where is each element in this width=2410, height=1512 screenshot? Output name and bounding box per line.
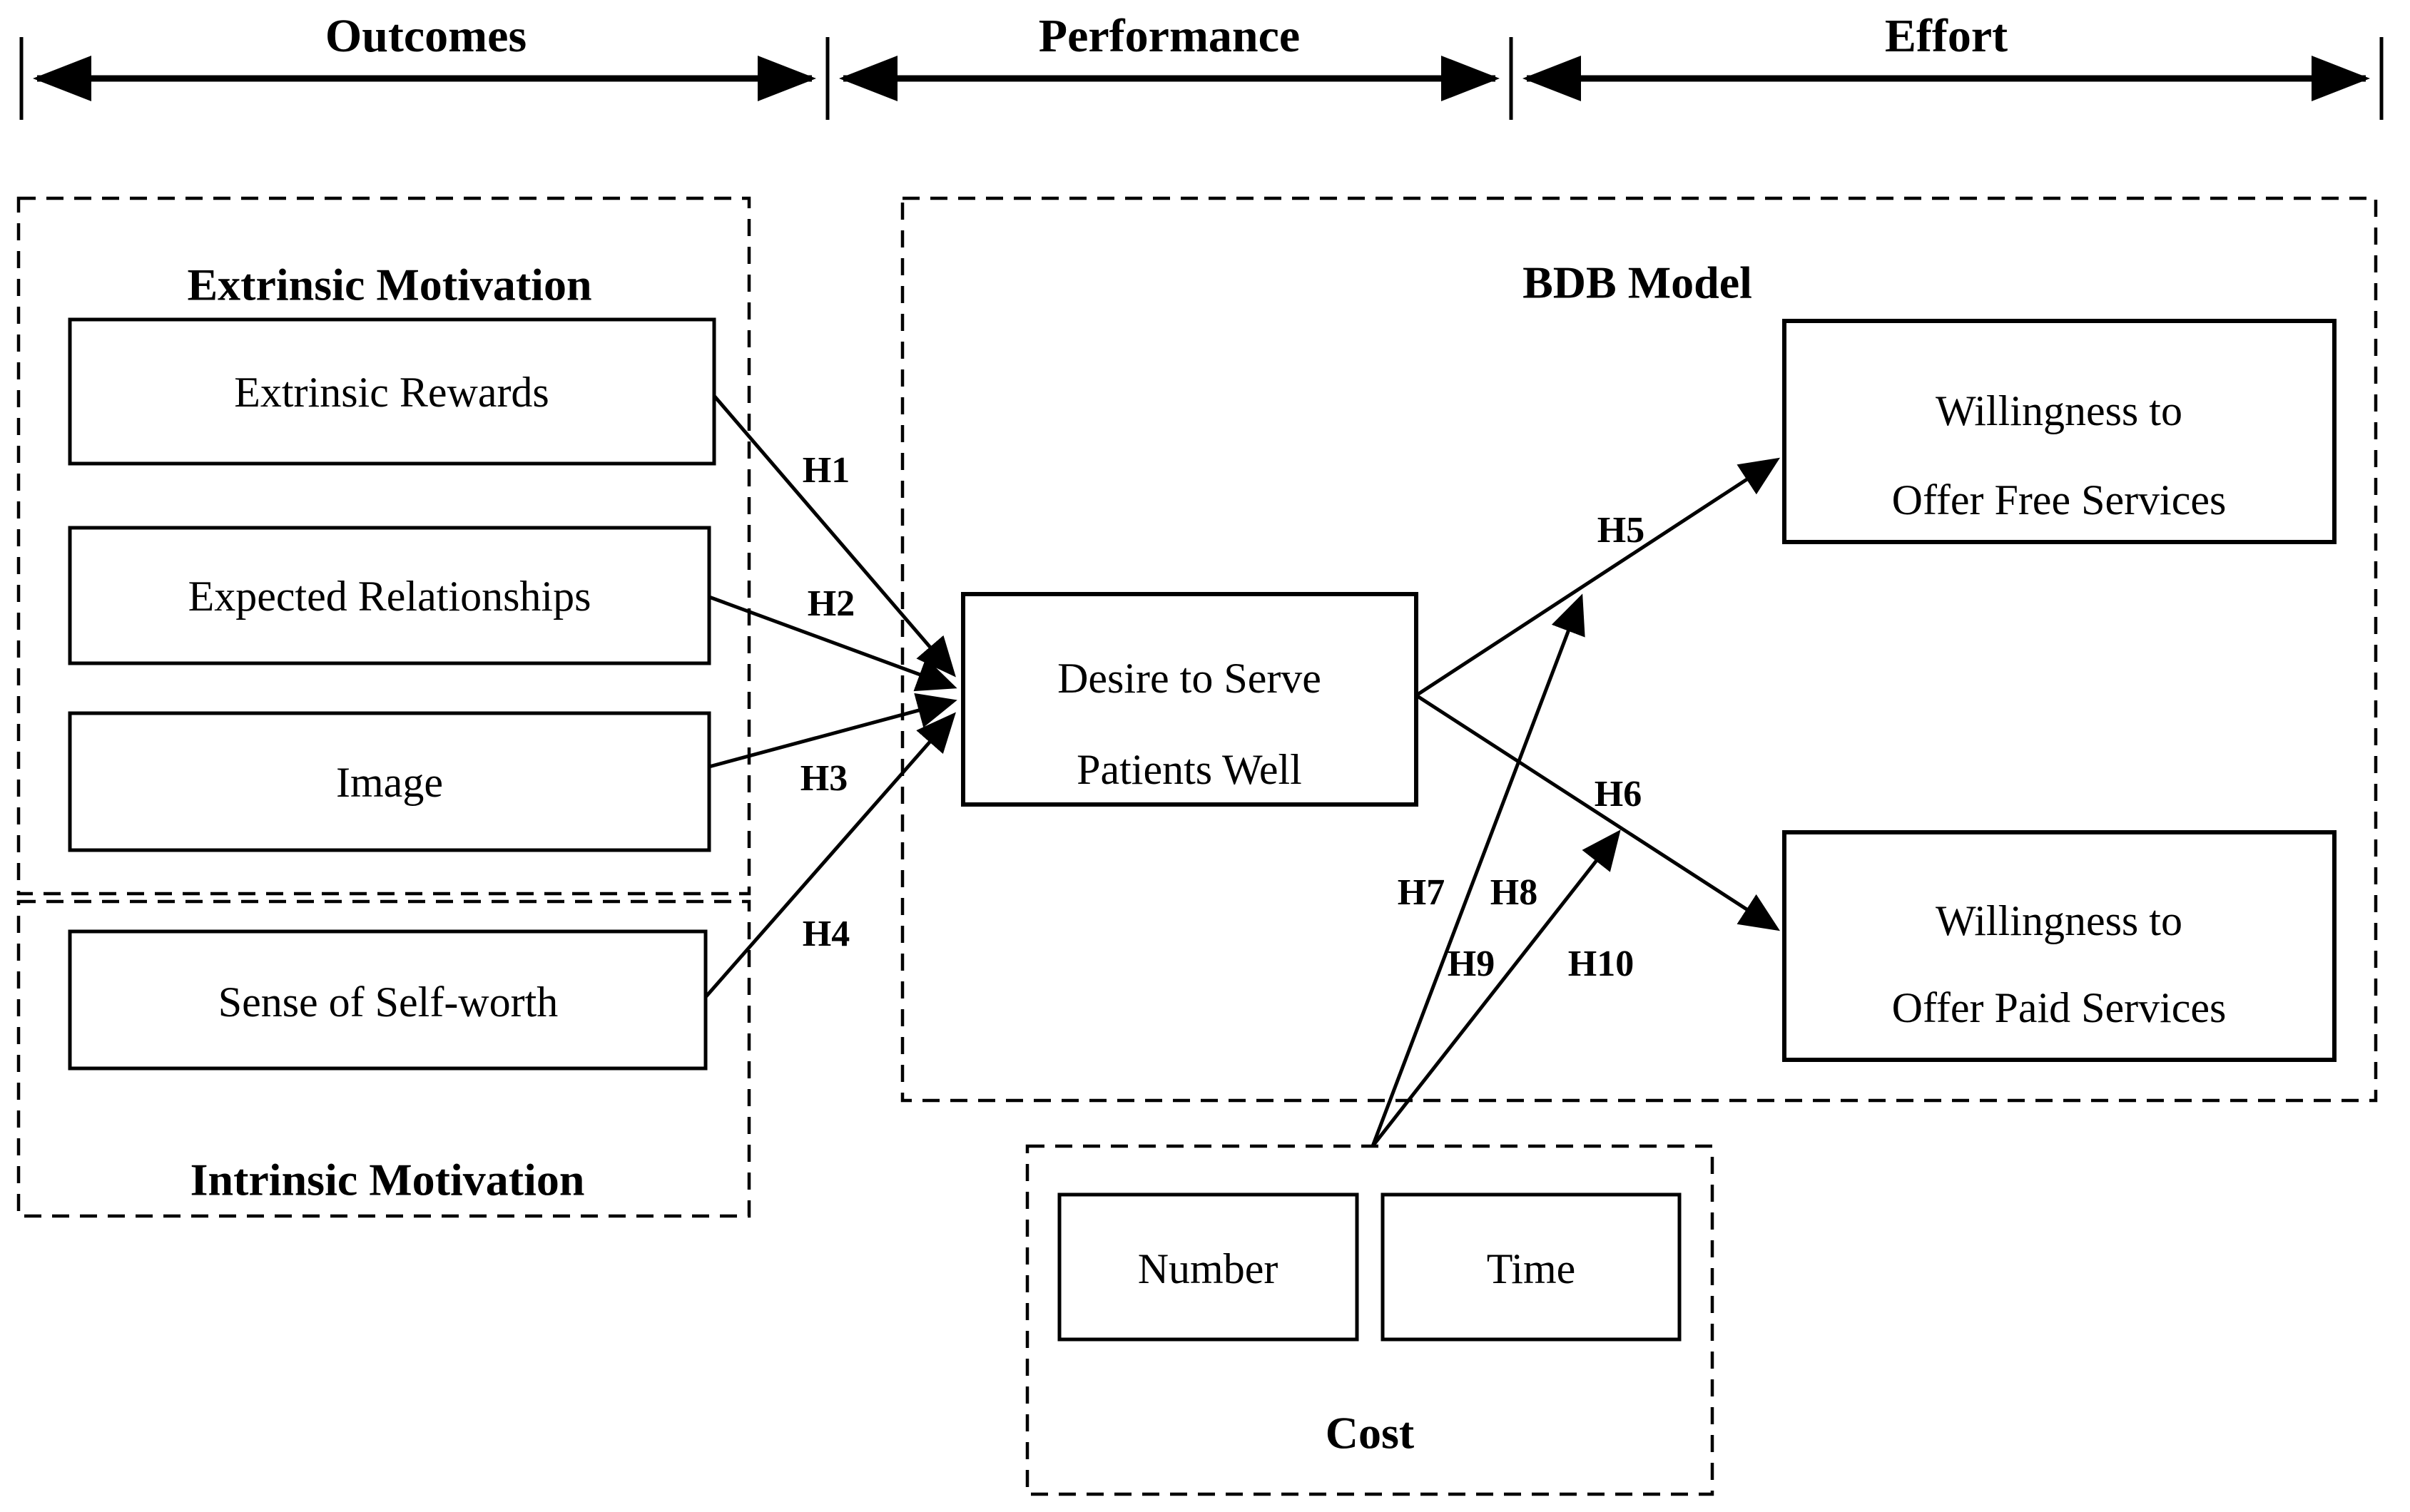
bdb-model-frame bbox=[900, 196, 2378, 1103]
h5-arrow bbox=[1415, 457, 1781, 698]
h5-label: H5 bbox=[1597, 510, 1644, 551]
h9-label: H9 bbox=[1448, 944, 1495, 984]
h3-label: H3 bbox=[800, 758, 848, 799]
h2-arrow bbox=[708, 595, 957, 692]
desire-label-line2: Patients Well bbox=[1077, 746, 1302, 793]
ruler-label-effort: Effort bbox=[1885, 10, 2008, 62]
bdb-model-title: BDB Model bbox=[1522, 257, 1752, 307]
cost-moderation-arrow-h9-h10 bbox=[1371, 829, 1621, 1148]
number-label: Number bbox=[1138, 1245, 1278, 1292]
extrinsic-rewards-label: Extrinsic Rewards bbox=[234, 369, 549, 416]
expected-relationships-label: Expected Relationships bbox=[188, 573, 591, 620]
h8-label: H8 bbox=[1490, 872, 1537, 913]
time-box bbox=[1381, 1192, 1682, 1342]
number-box bbox=[1057, 1192, 1359, 1342]
intrinsic-motivation-frame bbox=[16, 899, 751, 1218]
h1-label: H1 bbox=[803, 450, 850, 491]
expected-relationships-box bbox=[68, 526, 711, 665]
free-services-label-line1: Willingness to bbox=[1936, 387, 2182, 434]
free-services-label-line2: Offer Free Services bbox=[1892, 476, 2227, 523]
extrinsic-motivation-title: Extrinsic Motivation bbox=[187, 259, 591, 310]
extrinsic-rewards-box bbox=[68, 317, 716, 466]
paid-services-label-line2: Offer Paid Services bbox=[1892, 984, 2227, 1031]
desire-to-serve-box bbox=[961, 592, 1418, 807]
hypothesis-labels: H1 H2 H3 H4 H5 H6 H7 H8 H9 H10 bbox=[800, 450, 1644, 984]
cost-frame bbox=[1025, 1144, 1714, 1496]
cost-moderation-arrow-h7-h8 bbox=[1371, 593, 1585, 1147]
hypothesis-arrows bbox=[704, 394, 1781, 1148]
intrinsic-motivation-title: Intrinsic Motivation bbox=[190, 1154, 585, 1205]
ruler-label-performance: Performance bbox=[1039, 10, 1300, 62]
ruler-label-outcomes: Outcomes bbox=[325, 10, 527, 62]
cost-title: Cost bbox=[1326, 1407, 1415, 1458]
willingness-free-services-box bbox=[1782, 319, 2337, 544]
h7-label: H7 bbox=[1398, 872, 1445, 913]
h10-label: H10 bbox=[1568, 944, 1634, 984]
desire-label-line1: Desire to Serve bbox=[1057, 655, 1321, 702]
h6-label: H6 bbox=[1595, 774, 1642, 814]
h4-arrow bbox=[704, 712, 956, 998]
extrinsic-motivation-frame bbox=[16, 196, 751, 896]
h3-arrow bbox=[708, 693, 957, 769]
sense-of-self-worth-box bbox=[68, 929, 708, 1071]
willingness-paid-services-box bbox=[1782, 830, 2337, 1062]
h4-label: H4 bbox=[803, 914, 850, 954]
construct-boxes bbox=[68, 317, 2337, 1342]
h1-arrow bbox=[713, 394, 956, 678]
image-box bbox=[68, 711, 711, 852]
sense-of-self-worth-label: Sense of Self-worth bbox=[218, 979, 559, 1026]
image-label: Image bbox=[336, 759, 443, 806]
h6-arrow bbox=[1415, 693, 1781, 931]
paid-services-label-line1: Willingness to bbox=[1936, 897, 2182, 944]
h2-label: H2 bbox=[808, 583, 855, 624]
time-label: Time bbox=[1487, 1245, 1576, 1292]
group-titles: Extrinsic Motivation Intrinsic Motivatio… bbox=[187, 257, 1751, 1458]
ruler: Outcomes Performance Effort bbox=[19, 10, 2384, 120]
construct-labels: Extrinsic Rewards Expected Relationships… bbox=[188, 369, 2227, 1292]
